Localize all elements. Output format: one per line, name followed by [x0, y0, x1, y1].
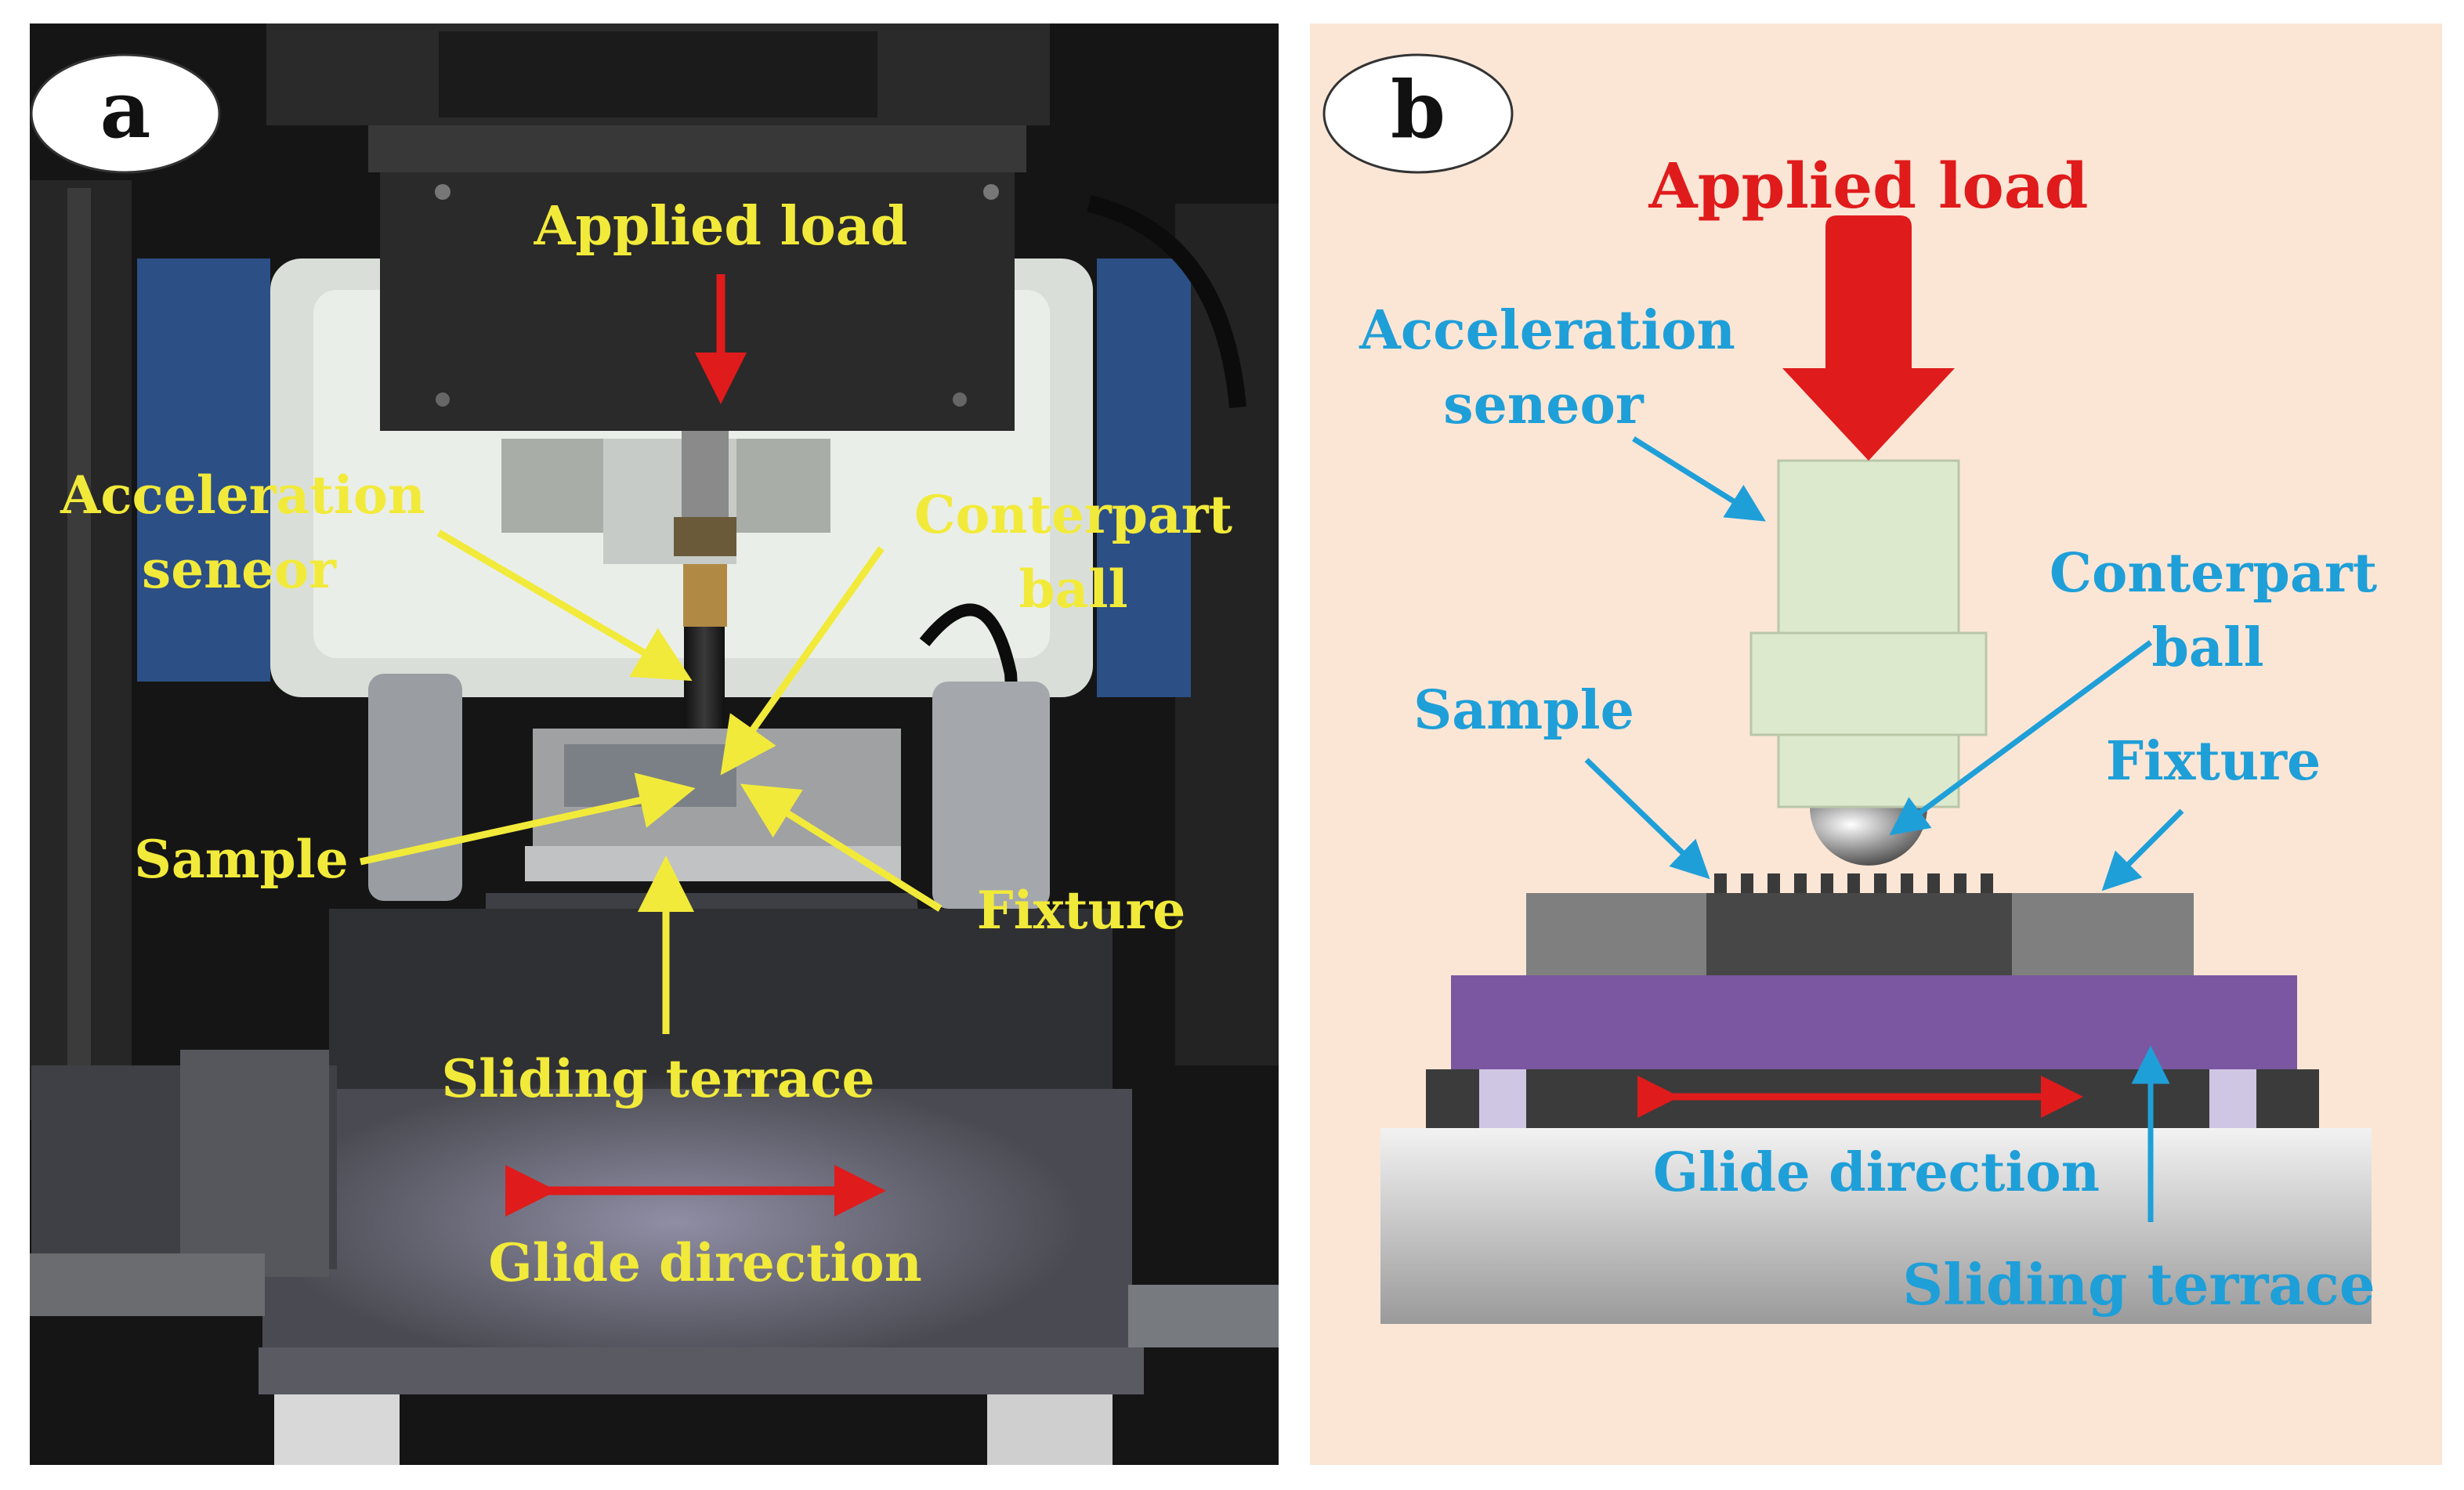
- motor-face: [180, 1050, 329, 1277]
- label-acceleration-b: Acceleration: [1359, 299, 1735, 362]
- label-glide-direction-a: Glide direction: [488, 1232, 921, 1293]
- counterpart-ball-arrow-b: [1889, 640, 2153, 836]
- screw: [435, 184, 450, 200]
- rail-cylinder-right: [932, 682, 1050, 909]
- cable: [1087, 195, 1246, 409]
- label-ball-b: ball: [2151, 617, 2263, 679]
- counterpart-ball-arrow: [720, 546, 885, 776]
- sample: [1706, 893, 2012, 975]
- screw: [436, 392, 450, 407]
- shaft-collar: [674, 517, 736, 556]
- label-fixture-a: Fixture: [977, 880, 1186, 941]
- label-applied-load-a: Applied load: [534, 195, 908, 258]
- screw: [953, 392, 967, 407]
- label-sample-a: Sample: [134, 829, 348, 890]
- acceleration-sensor-arrow: [436, 530, 693, 682]
- label-sample-b: Sample: [1413, 679, 1634, 742]
- sample-teeth: [1714, 873, 1993, 893]
- fixture-arrow-b: [2101, 808, 2184, 891]
- left-rail-stripe: [67, 188, 91, 1112]
- load-head: [380, 141, 1015, 431]
- label-glide-direction-b: Glide direction: [1653, 1141, 2100, 1204]
- fixture-edge: [525, 846, 901, 881]
- rail-cylinder-left: [368, 674, 462, 901]
- panel-b-letter: b: [1391, 63, 1445, 156]
- panel-a-letter-badge: [30, 53, 221, 174]
- label-seneor-a: seneor: [142, 539, 337, 600]
- label-applied-load-b: Applied load: [1648, 149, 2089, 222]
- applied-load-arrow-b: [1782, 215, 1955, 461]
- light-reflection: [266, 1073, 1081, 1371]
- label-sliding-terrace-a: Sliding terrace: [441, 1048, 874, 1109]
- acceleration-sensor-lower: [1777, 733, 1960, 808]
- top-bracket: [439, 31, 877, 118]
- front-rod: [30, 1253, 265, 1316]
- panel-b: b Applied load Acceleration seneor Conte…: [1310, 24, 2442, 1465]
- fixture-arrow: [740, 783, 943, 912]
- label-sliding-terrace-b: Sliding terrace: [1902, 1251, 2375, 1318]
- acceleration-sensor-collar: [1749, 631, 1988, 736]
- panel-a-letter: a: [100, 63, 151, 156]
- acceleration-sensor-upper: [1777, 459, 1960, 635]
- load-head-top: [368, 125, 1026, 172]
- label-conterpart-a: Conterpart: [914, 484, 1232, 545]
- screw: [983, 184, 999, 200]
- load-shaft: [682, 431, 729, 525]
- left-blue-panel: [137, 259, 270, 682]
- panel-b-letter-badge: [1322, 53, 1514, 174]
- label-ball-a: ball: [1019, 559, 1127, 620]
- sample-arrow-b: [1584, 758, 1710, 880]
- sliding-terrace: [1451, 975, 2297, 1069]
- panel-a: a Applied load Acceleration seneor Conte…: [30, 24, 1279, 1465]
- platform-leg: [274, 1394, 400, 1465]
- glide-platform-front: [259, 1347, 1144, 1394]
- platform-leg: [987, 1394, 1113, 1465]
- label-seneor-b: seneor: [1443, 374, 1644, 436]
- sample-arrow: [360, 772, 696, 866]
- front-rod-right: [1128, 1285, 1279, 1347]
- label-fixture-b: Fixture: [2106, 730, 2321, 793]
- acceleration-sensor-arrow-b: [1632, 436, 1766, 522]
- acceleration-sensor-body: [683, 564, 727, 627]
- label-conterpart-b: Conterpart: [2050, 542, 2378, 605]
- base-block: [1380, 1128, 2372, 1324]
- label-acceleration-a: Acceleration: [60, 465, 425, 526]
- right-blue-panel: [1097, 259, 1191, 697]
